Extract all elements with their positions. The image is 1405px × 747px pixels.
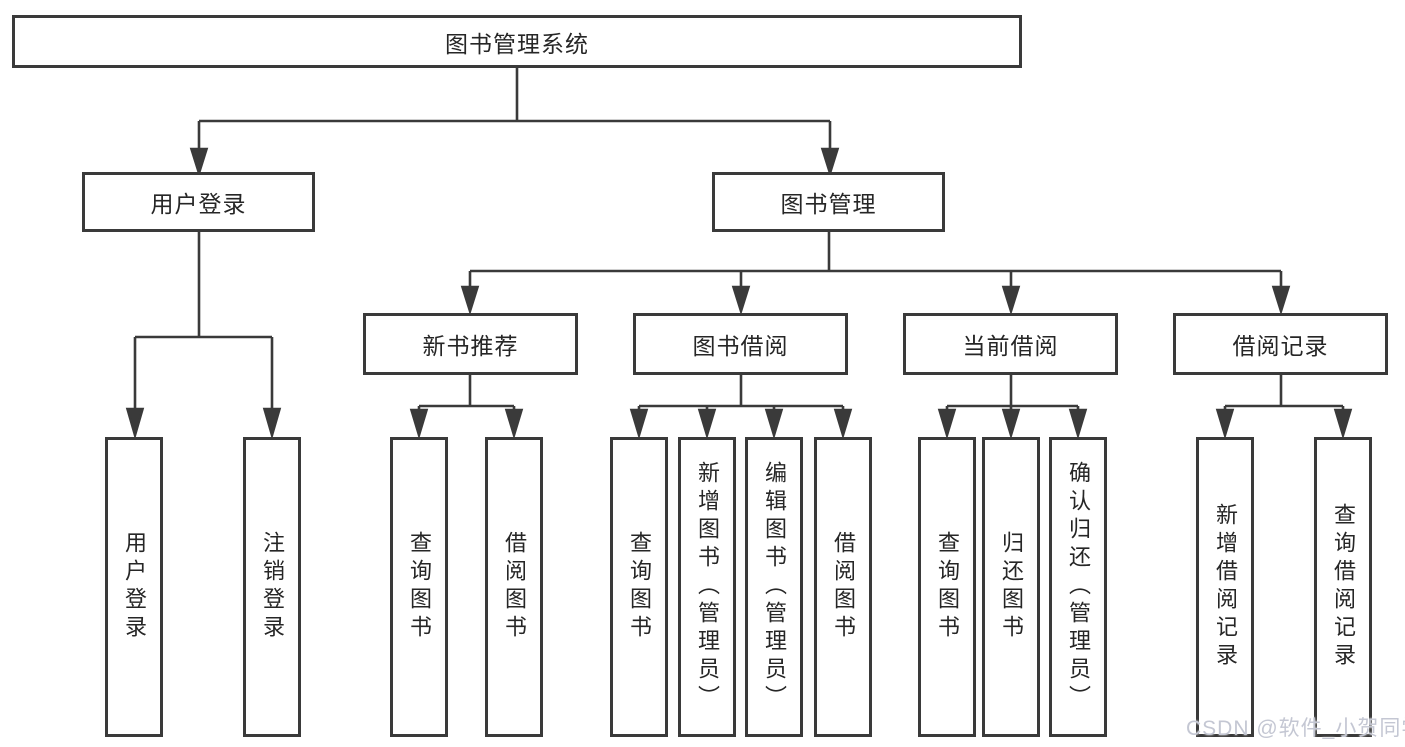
connector-borrow-to-leaves: [629, 375, 853, 440]
connector-current-to-leaves: [937, 375, 1088, 440]
leaf-borrow-books: 借阅图书: [814, 437, 872, 737]
node-book-management: 图书管理: [712, 172, 945, 232]
arrow-down-icon: [409, 408, 429, 440]
node-current-borrow: 当前借阅: [903, 313, 1118, 375]
leaf-user-login: 用户登录: [105, 437, 163, 737]
connector-newbook-to-leaves: [409, 375, 524, 440]
arrow-down-icon: [731, 285, 751, 316]
connector-userlogin-to-leaves: [125, 232, 282, 440]
node-book-borrow: 图书借阅: [633, 313, 848, 375]
leaf-logout: 注销登录: [243, 437, 301, 737]
csdn-watermark: CSDN @软件_小贺同学: [1186, 717, 1405, 740]
arrow-down-icon: [125, 407, 145, 440]
arrow-down-icon: [504, 408, 524, 440]
node-borrow-records: 借阅记录: [1173, 313, 1388, 375]
leaf-return-books: 归还图书: [982, 437, 1040, 737]
node-library-system: 图书管理系统: [12, 15, 1022, 68]
leaf-edit-books-admin: 编辑图书（管理员）: [745, 437, 803, 737]
connector-root-to-level2: [189, 68, 840, 178]
leaf-borrow-books-recommend: 借阅图书: [485, 437, 543, 737]
connector-bookmgmt-to-headers: [460, 232, 1291, 316]
arrow-down-icon: [1068, 408, 1088, 440]
arrow-down-icon: [833, 408, 853, 440]
arrow-down-icon: [189, 147, 209, 178]
arrow-down-icon: [1001, 408, 1021, 440]
arrow-down-icon: [1001, 285, 1021, 316]
arrow-down-icon: [629, 408, 649, 440]
node-user-login: 用户登录: [82, 172, 315, 232]
leaf-query-books-recommend: 查询图书: [390, 437, 448, 737]
leaf-query-books-borrow: 查询图书: [610, 437, 668, 737]
connector-records-to-leaves: [1215, 375, 1353, 440]
arrow-down-icon: [460, 285, 480, 316]
arrow-down-icon: [1333, 408, 1353, 440]
arrow-down-icon: [697, 408, 717, 440]
arrow-down-icon: [262, 407, 282, 440]
leaf-query-books-current: 查询图书: [918, 437, 976, 737]
arrow-down-icon: [1271, 285, 1291, 316]
leaf-add-borrow-record: 新增借阅记录: [1196, 437, 1254, 737]
arrow-down-icon: [937, 408, 957, 440]
leaf-query-borrow-record: 查询借阅记录: [1314, 437, 1372, 737]
arrow-down-icon: [764, 408, 784, 440]
arrow-down-icon: [820, 147, 840, 178]
leaf-add-books-admin: 新增图书（管理员）: [678, 437, 736, 737]
arrow-down-icon: [1215, 408, 1235, 440]
node-new-book-recommend: 新书推荐: [363, 313, 578, 375]
leaf-confirm-return-admin: 确认归还（管理员）: [1049, 437, 1107, 737]
